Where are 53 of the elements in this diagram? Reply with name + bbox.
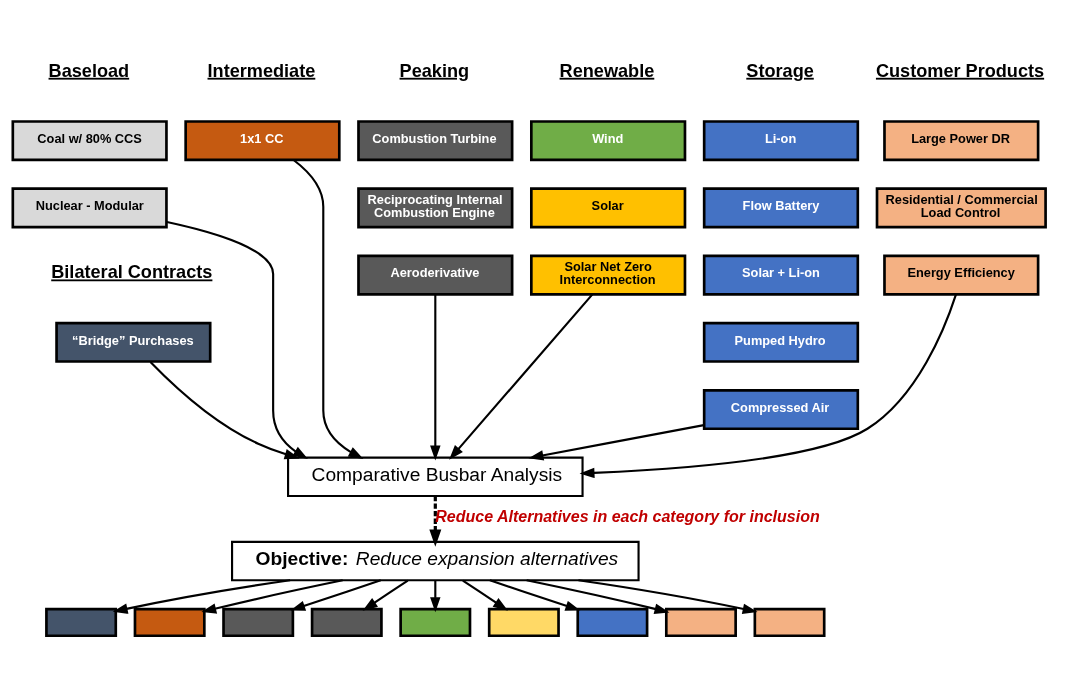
node-box bbox=[222, 607, 295, 638]
node-box bbox=[399, 607, 472, 638]
edge-label: Reduce Alternatives in each category for inclusion bbox=[435, 507, 820, 525]
label: Peaking bbox=[399, 60, 470, 81]
node-box: Li-on bbox=[702, 120, 860, 162]
label: Storage bbox=[746, 60, 814, 81]
node-box: Wind bbox=[530, 120, 687, 162]
arrow bbox=[112, 579, 291, 614]
node-box bbox=[664, 607, 737, 638]
label: Intermediate bbox=[207, 60, 316, 81]
label: Customer Products bbox=[875, 60, 1045, 81]
node-box: 1x1 CC bbox=[184, 120, 341, 162]
label: Renewable bbox=[559, 60, 655, 81]
arrow bbox=[149, 361, 300, 460]
arrow bbox=[449, 293, 593, 460]
node-box bbox=[310, 607, 383, 638]
node-box bbox=[133, 607, 206, 638]
node-box: Solar + Li-on bbox=[702, 254, 860, 296]
arrow bbox=[430, 294, 441, 461]
arrow bbox=[489, 579, 581, 611]
node-box: Solar Net Zero Interconnection bbox=[530, 254, 687, 296]
node-box: “Bridge” Purchases bbox=[55, 321, 212, 363]
node-box: Aeroderivative bbox=[357, 254, 514, 296]
arrow bbox=[578, 579, 758, 614]
node-box bbox=[576, 607, 649, 638]
node-box: Compressed Air bbox=[702, 389, 860, 431]
node-box bbox=[45, 607, 118, 638]
arrow bbox=[166, 221, 308, 460]
node-box bbox=[487, 607, 560, 638]
arrow bbox=[290, 579, 382, 611]
arrow bbox=[528, 424, 705, 461]
label: Bilateral Contracts bbox=[51, 262, 213, 283]
arrow bbox=[579, 294, 957, 479]
node-box: Nuclear - Modular bbox=[11, 187, 168, 229]
node-box: Energy Efficiency bbox=[883, 254, 1040, 296]
arrow bbox=[462, 579, 508, 611]
node-box: Large Power DR bbox=[883, 120, 1040, 162]
arrow bbox=[362, 579, 409, 611]
node-box: Combustion Turbine bbox=[357, 120, 514, 162]
label: Baseload bbox=[48, 60, 130, 81]
node-box: Residential / Commercial Load Control bbox=[875, 187, 1047, 229]
node-box: Solar bbox=[530, 187, 687, 229]
arrow bbox=[292, 159, 364, 459]
node-box: Coal w/ 80% CCS bbox=[11, 120, 168, 162]
node-box bbox=[753, 607, 826, 638]
node-box: Flow Battery bbox=[702, 187, 860, 229]
node-box: Objective: Reduce expansion alternatives bbox=[231, 540, 640, 582]
node-box: Comparative Busbar Analysis bbox=[287, 456, 584, 498]
arrow bbox=[429, 496, 442, 547]
node-box: Reciprocating Internal Combustion Engine bbox=[357, 187, 514, 229]
arrow bbox=[526, 579, 670, 614]
node-box: Pumped Hydro bbox=[702, 321, 860, 363]
arrow bbox=[201, 579, 343, 614]
